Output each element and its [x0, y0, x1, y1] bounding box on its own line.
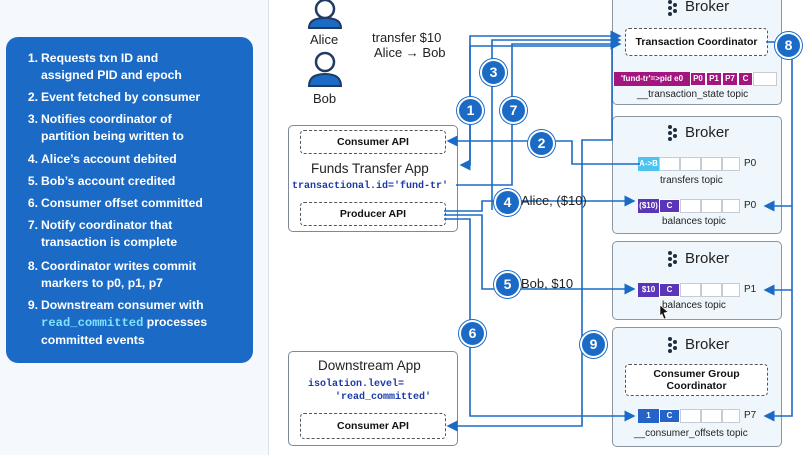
- downstream-app-title: Downstream App: [318, 358, 421, 373]
- balance-debit-cell: ($10): [638, 199, 659, 213]
- empty-cell: [701, 157, 722, 171]
- partition-label: P1: [744, 284, 757, 295]
- balances-topic: balances topic: [662, 216, 726, 227]
- funds-producer-api: Producer API: [300, 202, 446, 226]
- alice-icon: [307, 0, 343, 29]
- balances-topic: balances topic: [662, 300, 726, 311]
- transfer-amount: transfer $10: [372, 30, 442, 45]
- alice-debit-label: Alice, ($10): [521, 193, 587, 208]
- partition-label: P0: [744, 158, 757, 169]
- alice-label: Alice: [310, 32, 339, 47]
- broker-balances-p1: [612, 241, 782, 320]
- empty-cell: [701, 199, 722, 213]
- transfer-direction: Alice → Bob: [374, 45, 446, 60]
- isolation-value: 'read_committed': [335, 392, 432, 403]
- empty-cell: [722, 283, 740, 297]
- read-committed-code: read_committed: [41, 316, 144, 330]
- txn-state-cell: P0: [690, 72, 706, 86]
- partition-label: P7: [744, 410, 757, 421]
- bob-label: Bob: [313, 91, 337, 106]
- transfer-event-cell: A->B: [638, 157, 659, 171]
- downstream-consumer-api: Consumer API: [300, 413, 446, 439]
- step-marker-8: 8: [775, 32, 802, 59]
- step-marker-4: 4: [494, 189, 521, 216]
- broker-label: Broker: [685, 336, 730, 353]
- commit-marker-cell: C: [659, 283, 680, 297]
- empty-cell: [680, 199, 701, 213]
- empty-cell: [722, 199, 740, 213]
- offset-cell: 1: [638, 409, 659, 423]
- step-marker-3: 3: [480, 59, 507, 86]
- broker-label: Broker: [685, 0, 730, 15]
- step-marker-5: 5: [494, 271, 521, 298]
- bob-icon: [307, 51, 343, 87]
- transfers-topic: transfers topic: [660, 175, 723, 186]
- txn-state-cell: C: [738, 72, 753, 86]
- transactional-id: transactional.id='fund-tr': [292, 181, 449, 192]
- step-marker-9: 9: [580, 331, 607, 358]
- step-marker-2: 2: [528, 130, 555, 157]
- transaction-coordinator: Transaction Coordinator: [625, 28, 768, 56]
- step-number: 1.: [27, 51, 38, 65]
- broker-label: Broker: [685, 250, 730, 267]
- partition-label: P0: [744, 200, 757, 211]
- funds-consumer-api: Consumer API: [300, 130, 446, 154]
- empty-cell: [680, 157, 701, 171]
- empty-cell: [659, 157, 680, 171]
- balance-credit-cell: $10: [638, 283, 659, 297]
- funds-app-title: Funds Transfer App: [311, 161, 429, 176]
- transaction-state-topic: __transaction_state topic: [637, 89, 749, 100]
- empty-cell: [722, 409, 740, 423]
- txn-state-cell: 'fund-tr'=>pid e0: [614, 72, 690, 86]
- step-marker-1: 1: [457, 97, 484, 124]
- bob-credit-label: Bob, $10: [521, 276, 574, 291]
- broker-label: Broker: [685, 124, 730, 141]
- broker-transfers: [612, 116, 782, 234]
- txn-state-cell: P7: [722, 72, 738, 86]
- empty-cell: [722, 157, 740, 171]
- empty-cell: [680, 409, 701, 423]
- step-marker-6: 6: [459, 320, 486, 347]
- txn-state-cell: P1: [706, 72, 722, 86]
- isolation-level: isolation.level=: [308, 379, 405, 390]
- consumer-offsets-topic: __consumer_offsets topic: [634, 428, 748, 439]
- empty-cell: [701, 283, 722, 297]
- commit-marker-cell: C: [659, 199, 680, 213]
- empty-cell: [680, 283, 701, 297]
- commit-marker-cell: C: [659, 409, 680, 423]
- mouse-cursor-icon: [659, 304, 669, 320]
- empty-cell: [701, 409, 722, 423]
- step-marker-7: 7: [500, 97, 527, 124]
- panel-divider: [268, 0, 269, 455]
- empty-cell: [753, 72, 777, 86]
- consumer-group-coordinator: Consumer Group Coordinator: [625, 364, 768, 396]
- broker-logo-icon: [668, 0, 677, 353]
